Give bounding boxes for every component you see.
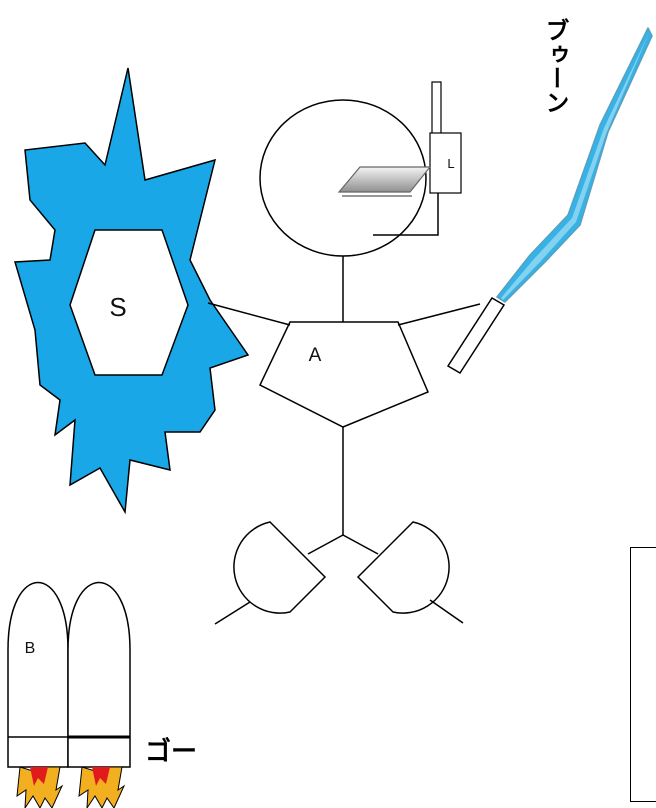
headset-antenna (431, 81, 442, 136)
right-arm (397, 303, 481, 326)
visor (337, 166, 432, 193)
flame-right-outer (78, 766, 126, 808)
shield-hexagon (69, 229, 189, 376)
left-toe-line (214, 601, 251, 625)
armor-label: A (309, 345, 322, 366)
headset-label: L (447, 156, 454, 171)
saber-sound-effect: ブゥーン (541, 17, 569, 114)
left-foot (233, 521, 327, 614)
booster-left (7, 581, 69, 768)
booster-label: B (25, 640, 36, 657)
saber-beam (496, 27, 653, 303)
flame-right-inner (92, 767, 110, 786)
booster-right (67, 581, 131, 768)
left-arm (207, 302, 291, 326)
right-foot (356, 521, 450, 614)
boost-sound-effect: ゴー (145, 736, 197, 767)
headset-mic-boom (373, 193, 439, 236)
flame-left-inner (30, 767, 48, 786)
left-thigh (307, 534, 344, 555)
armor-torso (259, 321, 429, 428)
note-box (630, 547, 656, 802)
right-thigh (342, 534, 379, 555)
shield-label: S (109, 292, 126, 322)
saber-hilt (446, 296, 506, 375)
headset-unit (429, 132, 462, 194)
right-toe-line (429, 599, 464, 624)
flame-left-outer (16, 766, 64, 808)
